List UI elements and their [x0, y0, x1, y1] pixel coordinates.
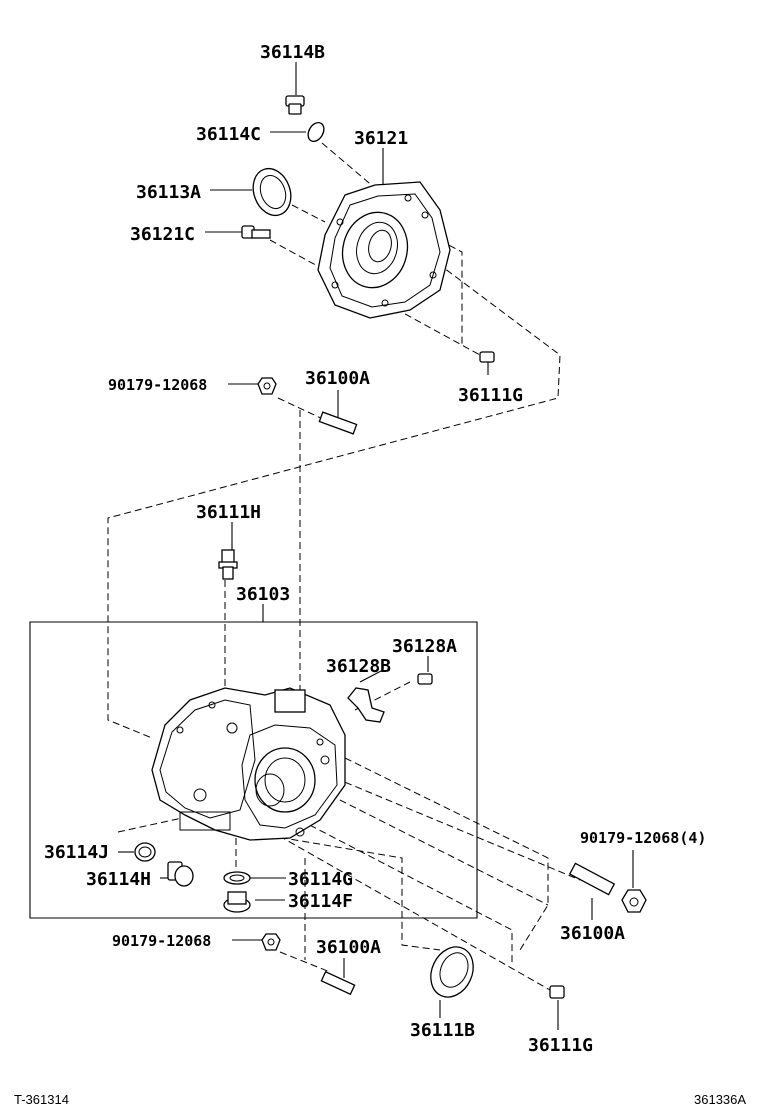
- label-36111G-top: 36111G: [458, 385, 523, 406]
- label-36114G: 36114G: [288, 869, 353, 890]
- bolt-36128A: [417, 673, 433, 685]
- plug-36114H: [167, 861, 194, 887]
- label-36111H: 36111H: [196, 502, 261, 523]
- footer-right-code: 361336A: [694, 1092, 746, 1107]
- label-36111G-bottom: 36111G: [528, 1035, 593, 1056]
- label-36128B: 36128B: [326, 656, 391, 677]
- stud-36100A-right: [568, 862, 616, 896]
- gasket-36114C: [307, 122, 325, 142]
- label-90179-12068-bottom: 90179-12068: [112, 932, 211, 950]
- label-36114B: 36114B: [260, 42, 325, 63]
- label-36113A: 36113A: [136, 182, 201, 203]
- plug-36114B: [285, 95, 305, 115]
- stud-36100A-bottom: [320, 970, 356, 996]
- label-36100A-right: 36100A: [560, 923, 625, 944]
- gasket-36114J: [134, 842, 156, 862]
- label-36128A: 36128A: [392, 636, 457, 657]
- label-36114H: 36114H: [86, 869, 151, 890]
- footer-left-code: T-361314: [14, 1092, 69, 1107]
- gasket-36114G: [223, 871, 251, 885]
- case-36103: [151, 687, 346, 841]
- stud-36100A-top: [318, 411, 358, 435]
- label-36121: 36121: [354, 128, 408, 149]
- plug-36114F: [223, 891, 251, 913]
- pin-36111G-top: [479, 351, 495, 363]
- label-36114C: 36114C: [196, 124, 261, 145]
- label-36111B: 36111B: [410, 1020, 475, 1041]
- seal-36111B: [430, 946, 474, 998]
- bracket-36128B: [347, 687, 385, 723]
- label-36121C: 36121C: [130, 224, 195, 245]
- cover-36121: [317, 181, 451, 319]
- label-36114F: 36114F: [288, 891, 353, 912]
- nut-90179-right: [621, 889, 647, 913]
- label-90179-12068-top: 90179-12068: [108, 376, 207, 394]
- pin-36111G-bottom: [549, 985, 565, 999]
- nut-90179-top: [257, 377, 277, 395]
- label-90179-12068-4: 90179-12068(4): [580, 829, 706, 847]
- label-36103: 36103: [236, 584, 290, 605]
- leader-lines: [29, 62, 634, 1030]
- nut-90179-bottom: [261, 933, 281, 951]
- bolt-36121C: [241, 225, 271, 239]
- part-labels: 36114B 36114C 36121 36113A 36121C 90179-…: [44, 42, 706, 1056]
- label-36100A-bottom: 36100A: [316, 937, 381, 958]
- label-36100A-top: 36100A: [305, 368, 370, 389]
- seal-36113A: [252, 167, 292, 217]
- label-36114J: 36114J: [44, 842, 109, 863]
- breather-36111H: [218, 549, 238, 580]
